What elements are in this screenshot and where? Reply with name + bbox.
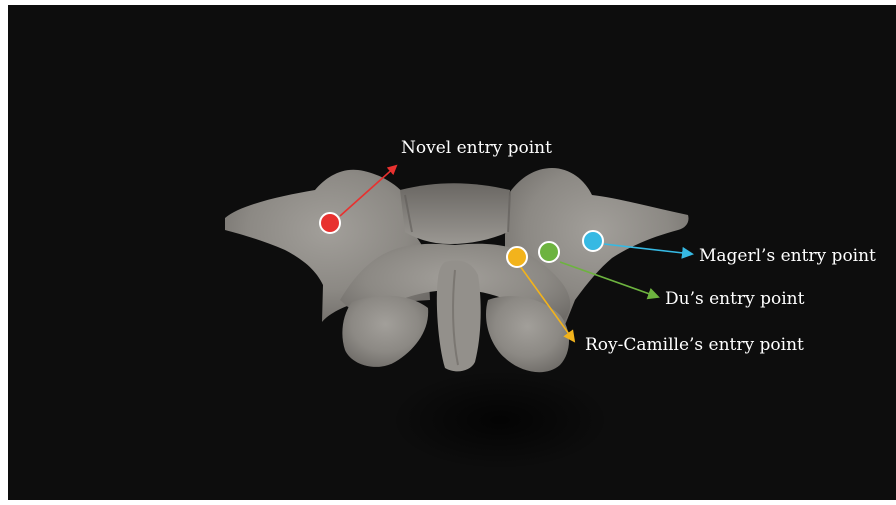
du-entry-label: Du’s entry point <box>665 289 805 309</box>
vertebra-shadow <box>390 370 610 470</box>
du-entry-marker <box>539 242 559 262</box>
roy-camille-entry-label: Roy-Camille’s entry point <box>585 335 804 355</box>
spinous-process <box>437 261 481 372</box>
magerl-entry-marker <box>583 231 603 251</box>
novel-entry-marker <box>320 213 340 233</box>
spinal-canal-rim <box>400 183 510 244</box>
magerl-entry-label: Magerl’s entry point <box>699 246 876 266</box>
novel-entry-label: Novel entry point <box>401 138 552 158</box>
roy-camille-entry-marker <box>507 247 527 267</box>
